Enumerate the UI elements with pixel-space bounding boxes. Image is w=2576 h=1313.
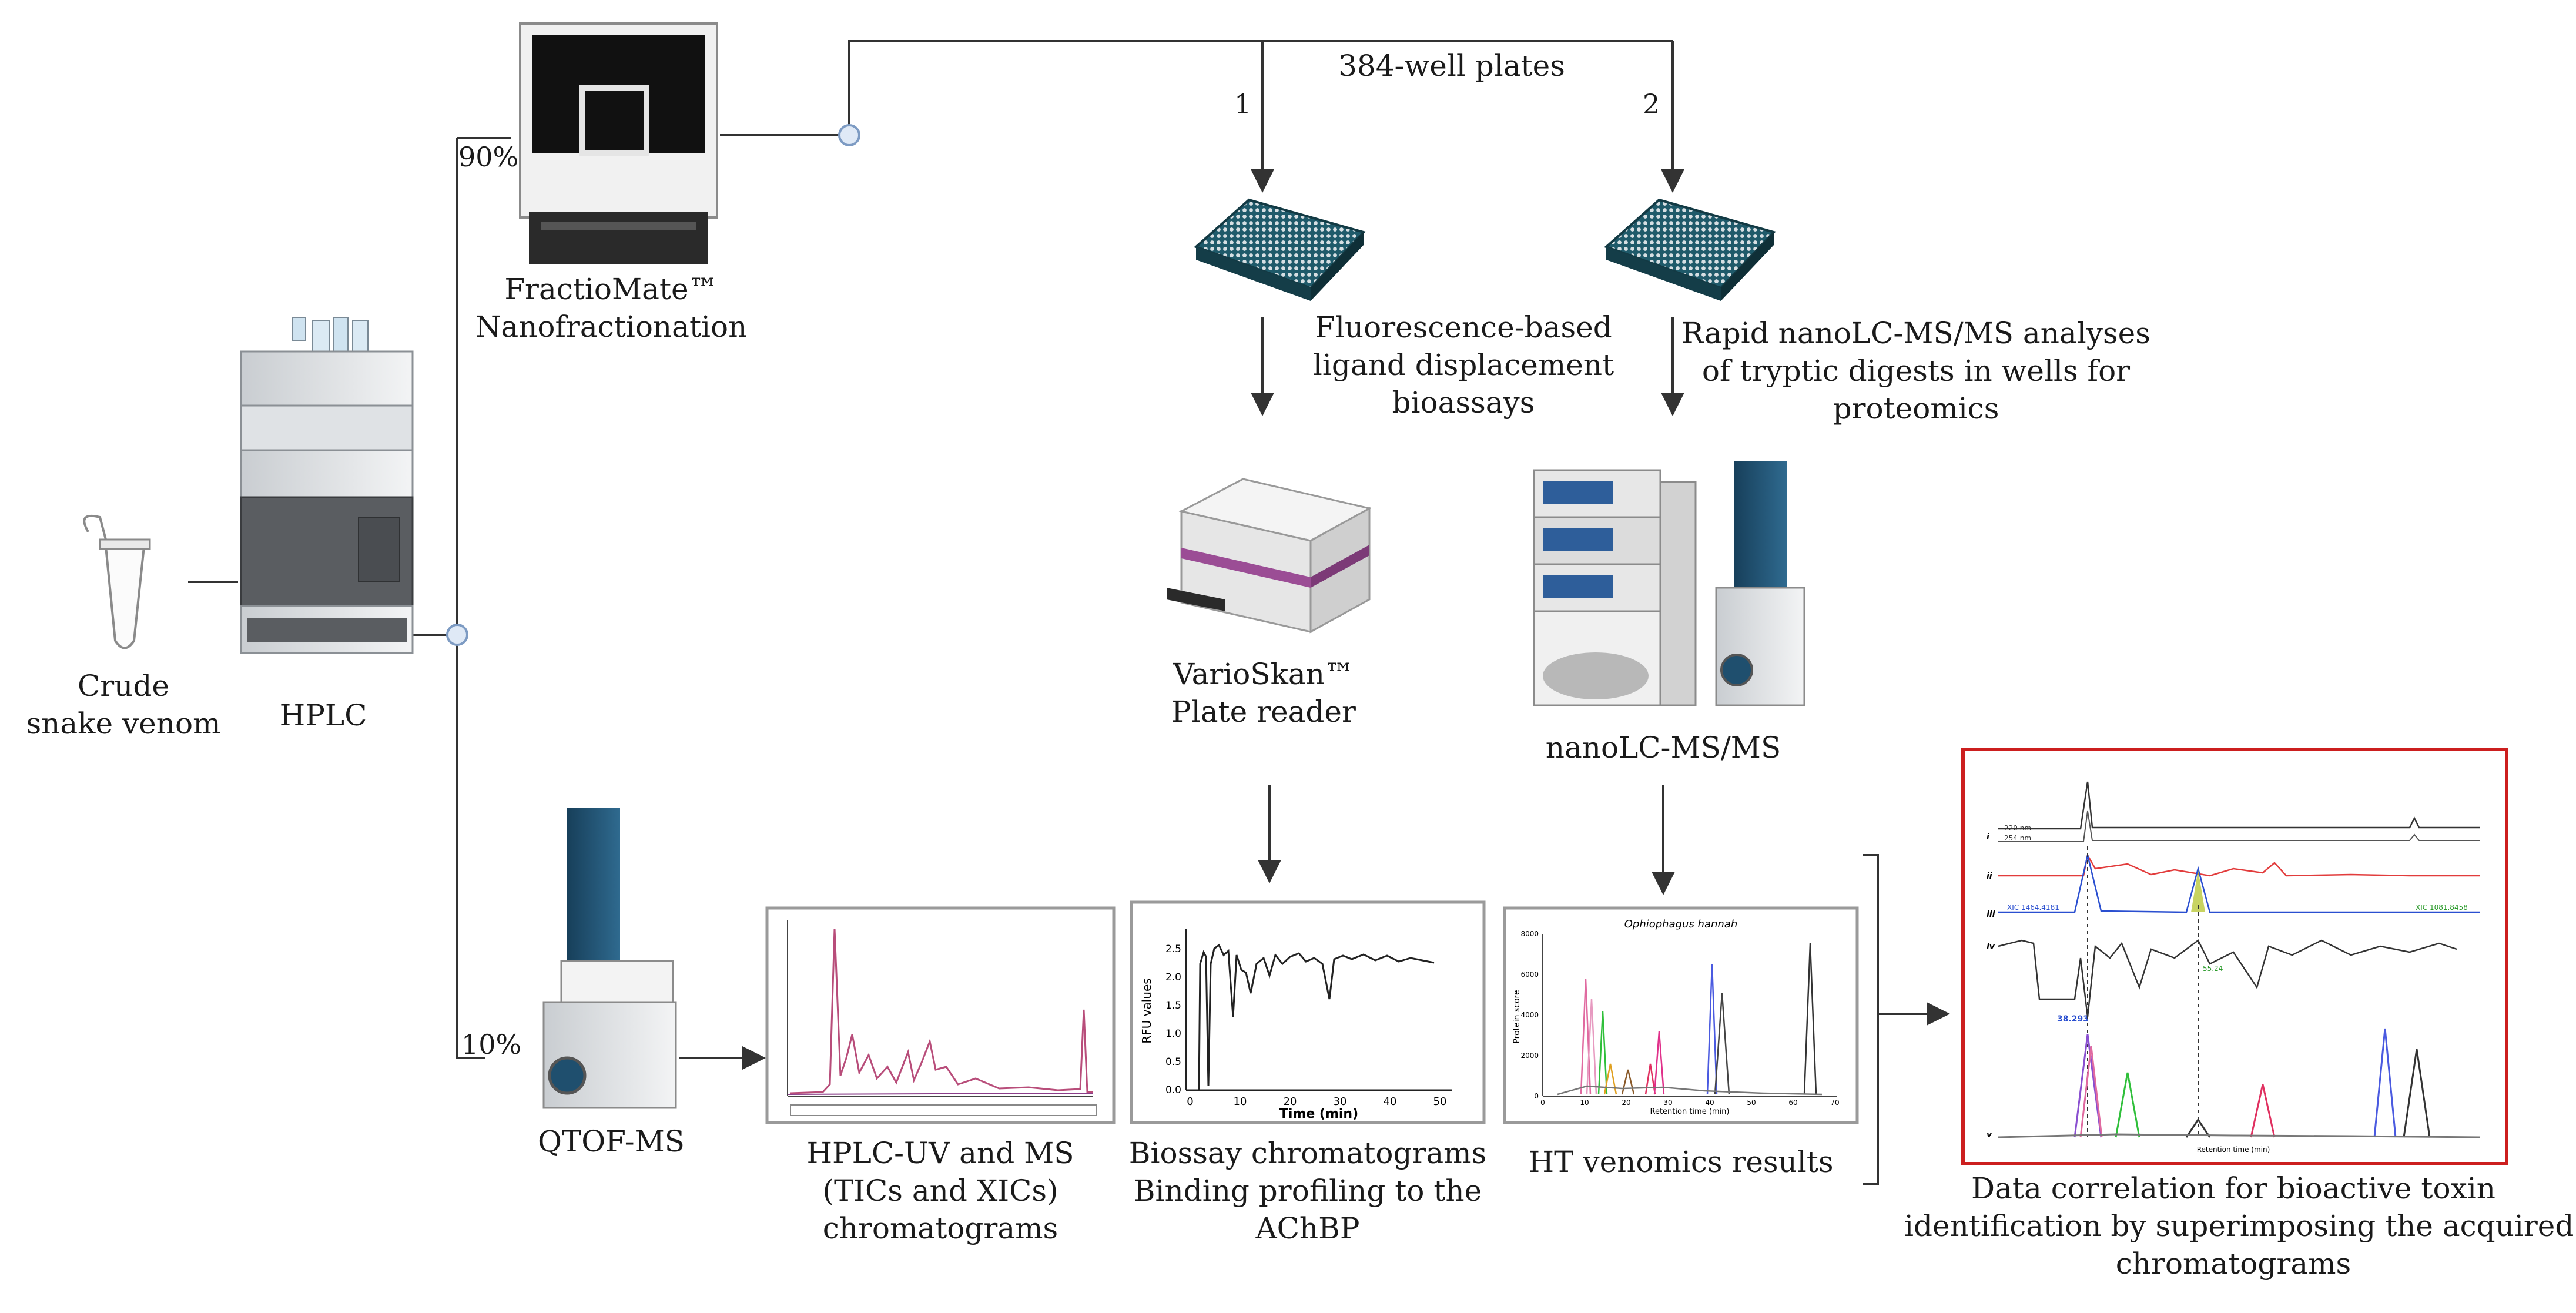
- split-10-label: 10%: [461, 1029, 522, 1060]
- fractiomate-line: Nanofractionation: [475, 310, 748, 344]
- branch-1-label: 1: [1234, 88, 1252, 120]
- hplc-uv-label: HPLC-UV and MS (TICs and XICs) chromatog…: [767, 1134, 1114, 1247]
- correlation-line: chromatograms: [2115, 1247, 2351, 1281]
- biossay-chromatogram-panel: RFU values Time (min) 0.0 0.5 1.0 1.5 2.…: [1130, 900, 1486, 1124]
- ht-ytick: 4000: [1520, 1011, 1539, 1019]
- xic-label-a: XIC 1464.4181: [2007, 903, 2059, 912]
- proteomics-label: Rapid nanoLC-MS/MS analyses of tryptic d…: [1681, 314, 2151, 427]
- ht-xtick: 0: [1540, 1098, 1545, 1107]
- trace-label-254: 254 nm: [2004, 834, 2031, 842]
- ht-venomics-panel: Ophiophagus hannah Protein score Retenti…: [1503, 906, 1859, 1124]
- biossay-line: Binding profiling to the: [1133, 1174, 1482, 1208]
- bioassay-xtick: 10: [1234, 1096, 1247, 1108]
- junction-dot-split: [446, 624, 468, 646]
- ht-xlabel: Retention time (min): [1650, 1107, 1730, 1116]
- hplc-uv-line: (TICs and XICs): [822, 1174, 1058, 1208]
- bioassay-ytick: 1.0: [1165, 1028, 1181, 1040]
- ht-ytick: 2000: [1520, 1051, 1539, 1060]
- bioassay-xtick: 20: [1284, 1096, 1297, 1108]
- hplc-label: HPLC: [279, 698, 367, 732]
- plate-reader-icon: [1167, 478, 1372, 634]
- correlation-panel: i ii iii iv v 220 nm 254 nm XIC 1464.418…: [1961, 748, 2508, 1165]
- hplc-uv-chromatogram-panel: [765, 906, 1116, 1124]
- bioassay-ytick: 0.0: [1165, 1084, 1181, 1096]
- ht-xtick: 20: [1622, 1098, 1630, 1107]
- ht-xtick: 70: [1830, 1098, 1839, 1107]
- nanolc-instrument-icon: [1533, 461, 1805, 706]
- qtof-label: QTOF-MS: [537, 1124, 685, 1158]
- crude-venom-line: Crude: [78, 669, 169, 703]
- plate-2-icon: [1604, 198, 1776, 301]
- bioassay-xlabel: Time (min): [1279, 1107, 1358, 1121]
- ht-xtick: 30: [1663, 1098, 1672, 1107]
- crude-venom-label: Crude snake venom: [24, 667, 223, 742]
- bioassay-line: Fluorescence-based: [1315, 310, 1612, 344]
- ht-ylabel: Protein score: [1512, 990, 1522, 1043]
- varioskan-label: VarioSkan™ Plate reader: [1117, 655, 1411, 731]
- hplc-uv-line: chromatograms: [822, 1211, 1058, 1245]
- biossay-line: AChBP: [1255, 1211, 1360, 1245]
- bioassay-ytick: 0.5: [1165, 1056, 1181, 1068]
- connector-lines: [188, 40, 1950, 1185]
- ht-ytick: 6000: [1520, 970, 1539, 979]
- correlation-line: identification by superimposing the acqu…: [1904, 1209, 2574, 1243]
- bioassay-xtick: 0: [1187, 1096, 1193, 1108]
- ht-venomics-label: HT venomics results: [1528, 1145, 1834, 1179]
- venom-tube-icon: [83, 514, 151, 649]
- ht-xtick: 60: [1788, 1098, 1797, 1107]
- ht-xtick: 50: [1747, 1098, 1756, 1107]
- row-label: i: [1987, 832, 1989, 842]
- varioskan-line: Plate reader: [1171, 695, 1356, 729]
- branch-2-label: 2: [1643, 88, 1660, 120]
- bioassay-ytick: 2.5: [1165, 943, 1181, 955]
- row-label: iii: [1987, 910, 1995, 919]
- ht-ytick: 0: [1534, 1092, 1539, 1100]
- row-label: iv: [1987, 942, 1995, 952]
- bioassay-line: ligand displacement: [1312, 348, 1614, 382]
- ht-xtick: 40: [1705, 1098, 1714, 1107]
- bioassay-label: Fluorescence-based ligand displacement b…: [1275, 309, 1652, 421]
- biossay-label: Biossay chromatograms Binding profiling …: [1120, 1134, 1496, 1247]
- qtof-instrument-icon: [542, 808, 677, 1109]
- peak-label-a: 38.293: [2057, 1014, 2089, 1024]
- biossay-line: Biossay chromatograms: [1128, 1136, 1487, 1170]
- crude-venom-line: snake venom: [26, 706, 221, 741]
- plates-bus-line: [848, 40, 1673, 126]
- varioskan-line: VarioSkan™: [1173, 657, 1354, 691]
- proteomics-line: of tryptic digests in wells for: [1701, 354, 2131, 388]
- bioassay-xtick: 50: [1433, 1096, 1447, 1108]
- plate-1-icon: [1194, 198, 1366, 301]
- nanolc-label: nanoLC-MS/MS: [1545, 731, 1781, 765]
- bioassay-ytick: 2.0: [1165, 972, 1181, 983]
- plates-title-label: 384-well plates: [1338, 49, 1565, 83]
- fractiomate-line: FractioMate™: [504, 272, 718, 306]
- peak-label-b: 55.24: [2203, 964, 2223, 973]
- split-trunk-line: [456, 138, 485, 1059]
- ht-plot-title: Ophiophagus hannah: [1624, 918, 1738, 930]
- hplc-instrument-icon: [240, 317, 414, 654]
- correlation-xlabel: Retention time (min): [2197, 1145, 2270, 1154]
- bracket-line: [1863, 854, 1879, 1185]
- bioassay-line: bioassays: [1392, 386, 1535, 420]
- proteomics-line: proteomics: [1833, 391, 1999, 426]
- fractiomate-instrument-icon: [519, 22, 718, 264]
- bioassay-ylabel: RFU values: [1140, 978, 1154, 1043]
- junction-dot-top: [838, 124, 860, 146]
- row-label: v: [1987, 1130, 1992, 1140]
- ht-xtick: 10: [1580, 1098, 1589, 1107]
- row-label: ii: [1987, 872, 1992, 881]
- bioassay-xtick: 30: [1334, 1096, 1347, 1108]
- proteomics-line: Rapid nanoLC-MS/MS analyses: [1681, 316, 2150, 350]
- bioassay-xtick: 40: [1384, 1096, 1397, 1108]
- correlation-label: Data correlation for bioactive toxin ide…: [1904, 1170, 2574, 1282]
- fractiomate-label: FractioMate™ Nanofractionation: [464, 270, 758, 346]
- bioassay-ytick: 1.5: [1165, 1000, 1181, 1011]
- split-90-label: 90%: [458, 141, 519, 173]
- hplc-uv-line: HPLC-UV and MS: [806, 1136, 1074, 1170]
- xic-label-b: XIC 1081.8458: [2416, 903, 2468, 912]
- ht-ytick: 8000: [1520, 930, 1539, 938]
- correlation-line: Data correlation for bioactive toxin: [1971, 1171, 2495, 1205]
